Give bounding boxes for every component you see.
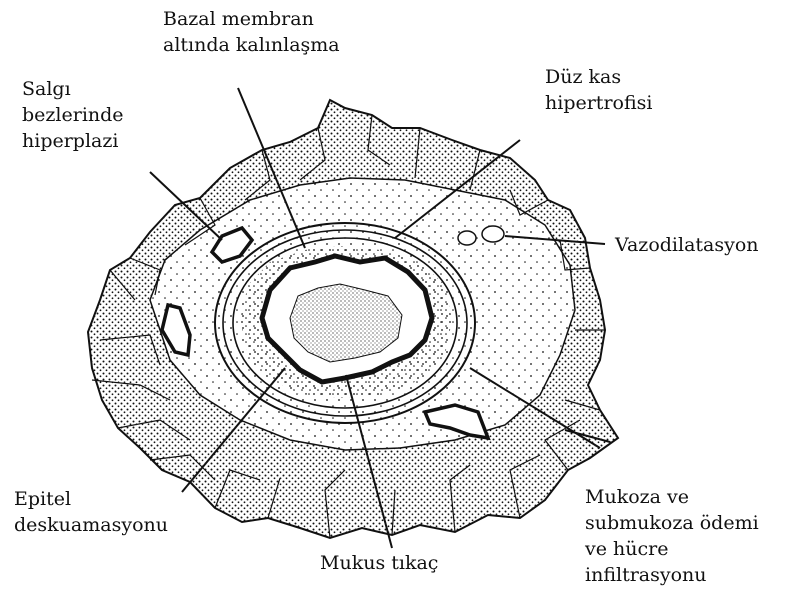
label-mucosa-edema: Mukoza ve submukoza ödemi ve hücre infil… (585, 484, 759, 588)
label-line: Bazal membran (163, 6, 340, 32)
label-line: ve hücre (585, 536, 759, 562)
label-line: altında kalınlaşma (163, 32, 340, 58)
vessel-1 (458, 231, 476, 245)
label-epithelium: Epitel deskuamasyonu (14, 486, 168, 538)
label-line: Salgı (22, 76, 124, 102)
label-line: infiltrasyonu (585, 562, 759, 588)
label-line: submukoza ödemi (585, 510, 759, 536)
label-line: deskuamasyonu (14, 512, 168, 538)
label-line: Vazodilatasyon (615, 232, 759, 258)
label-line: hiperplazi (22, 128, 124, 154)
label-line: hipertrofisi (545, 90, 652, 116)
label-line: Epitel (14, 486, 168, 512)
vessel-2 (482, 226, 504, 242)
label-mucus-plug: Mukus tıkaç (320, 550, 438, 576)
label-vasodilation: Vazodilatasyon (615, 232, 759, 258)
label-line: Mukus tıkaç (320, 550, 438, 576)
label-smooth-muscle: Düz kas hipertrofisi (545, 64, 652, 116)
label-line: bezlerinde (22, 102, 124, 128)
label-gland-hyperplasia: Salgı bezlerinde hiperplazi (22, 76, 124, 154)
label-line: Mukoza ve (585, 484, 759, 510)
label-line: Düz kas (545, 64, 652, 90)
label-basement-membrane: Bazal membran altında kalınlaşma (163, 6, 340, 58)
